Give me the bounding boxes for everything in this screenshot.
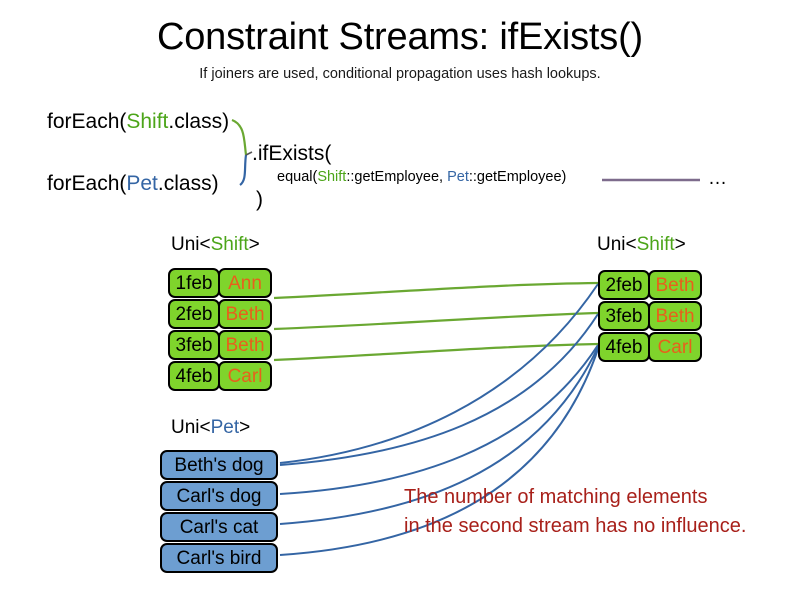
label-right-shift-prefix: Uni< [597, 234, 637, 255]
code-foreach-pet: forEach(Pet.class) [47, 172, 219, 196]
annotation-note: The number of matching elements in the s… [404, 483, 746, 541]
cell-employee: Carl [648, 332, 702, 362]
cell-date: 2feb [598, 270, 650, 300]
code-foreach-pet-suffix: .class) [157, 172, 219, 195]
label-right-shift-type: Shift [636, 234, 675, 255]
label-left-shift-type: Shift [210, 234, 249, 255]
page-title: Constraint Streams: ifExists() [157, 16, 643, 58]
wire-blue-bethsdog-2feb [279, 283, 599, 464]
table-right-shift: 2feb Beth 3feb Beth 4feb Carl [598, 270, 702, 363]
cell-pet: Beth's dog [160, 450, 278, 480]
annotation-line-1: The number of matching elements [404, 486, 708, 508]
table-row[interactable]: Beth's dog [160, 450, 278, 480]
code-close-paren: ) [256, 188, 263, 211]
wire-blue-bethsdog-3feb [279, 313, 599, 466]
table-row[interactable]: 2feb Beth [598, 270, 702, 300]
stream-label-left-shift: Uni<Shift> [171, 234, 260, 256]
annotation-line-2: in the second stream has no influence. [404, 515, 747, 537]
cell-employee: Beth [648, 270, 702, 300]
cell-date: 3feb [598, 301, 650, 331]
cell-date: 4feb [168, 361, 220, 391]
code-equal-shift-type: Shift [317, 169, 347, 185]
code-equal-pet-type: Pet [447, 169, 469, 185]
table-row[interactable]: 4feb Carl [168, 361, 272, 391]
cell-date: 3feb [168, 330, 220, 360]
table-left-pet: Beth's dog Carl's dog Carl's cat Carl's … [160, 450, 278, 574]
brace-blue-hook [239, 154, 248, 186]
code-foreach-shift-prefix: forEach( [47, 110, 127, 133]
code-ellipsis: … [708, 168, 727, 189]
table-row[interactable]: 2feb Beth [168, 299, 272, 329]
wire-blue-carlsdog-4feb [279, 344, 599, 495]
table-row[interactable]: 3feb Beth [168, 330, 272, 360]
page-subtitle: If joiners are used, conditional propaga… [199, 66, 601, 82]
cell-pet: Carl's dog [160, 481, 278, 511]
table-row[interactable]: Carl's cat [160, 512, 278, 542]
label-left-pet-prefix: Uni< [171, 417, 211, 438]
code-if-exists: .ifExists( [252, 142, 332, 165]
wire-green-3feb [273, 311, 599, 331]
table-row[interactable]: Carl's bird [160, 543, 278, 573]
cell-date: 1feb [168, 268, 220, 298]
cell-pet: Carl's cat [160, 512, 278, 542]
label-left-shift-suffix: > [248, 234, 260, 255]
code-equal-pet-method: ::getEmployee) [468, 169, 567, 185]
table-row[interactable]: 4feb Carl [598, 332, 702, 362]
label-left-shift-prefix: Uni< [171, 234, 211, 255]
wire-green-2feb [273, 281, 599, 300]
table-row[interactable]: 3feb Beth [598, 301, 702, 331]
code-foreach-shift-suffix: .class) [168, 110, 230, 133]
cell-employee: Beth [218, 330, 272, 360]
stream-label-right-shift: Uni<Shift> [597, 234, 686, 256]
brace-green-hook [231, 118, 248, 156]
code-foreach-shift: forEach(Shift.class) [47, 110, 229, 134]
code-equal-prefix: equal( [277, 169, 318, 185]
label-right-shift-suffix: > [674, 234, 686, 255]
cell-employee: Carl [218, 361, 272, 391]
cell-date: 2feb [168, 299, 220, 329]
table-row[interactable]: 1feb Ann [168, 268, 272, 298]
code-foreach-pet-type: Pet [126, 172, 158, 195]
table-row[interactable]: Carl's dog [160, 481, 278, 511]
cell-employee: Ann [218, 268, 272, 298]
stream-label-left-pet: Uni<Pet> [171, 417, 250, 439]
code-foreach-pet-prefix: forEach( [47, 172, 127, 195]
cell-pet: Carl's bird [160, 543, 278, 573]
wire-green-4feb [273, 342, 599, 362]
table-left-shift: 1feb Ann 2feb Beth 3feb Beth 4feb Carl [168, 268, 272, 392]
code-equal-shift-method: ::getEmployee, [346, 169, 448, 185]
cell-employee: Beth [648, 301, 702, 331]
label-left-pet-suffix: > [239, 417, 251, 438]
code-equal-joiner: equal(Shift::getEmployee, Pet::getEmploy… [277, 169, 566, 185]
code-foreach-shift-type: Shift [126, 110, 169, 133]
cell-date: 4feb [598, 332, 650, 362]
label-left-pet-type: Pet [210, 417, 240, 438]
cell-employee: Beth [218, 299, 272, 329]
